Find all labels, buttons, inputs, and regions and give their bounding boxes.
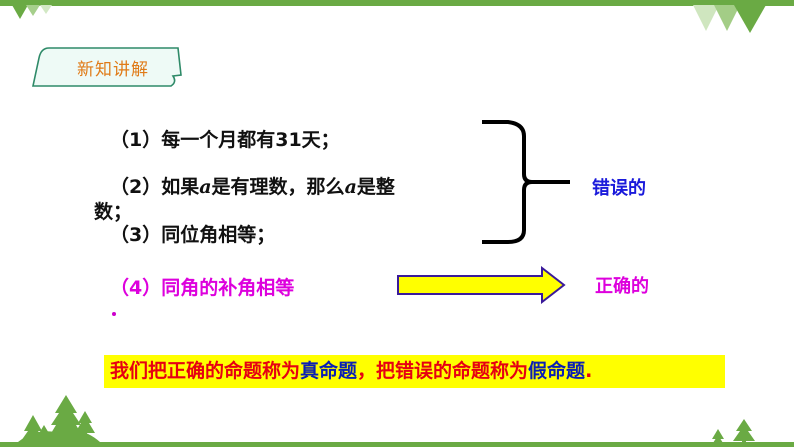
summary-end: . (585, 360, 593, 382)
result-correct: 正确的 (595, 276, 649, 297)
statement-1: （1）每一个月都有31天； (110, 129, 340, 151)
trees-decor-icon (18, 395, 755, 443)
term-false-proposition: 假命题 (528, 360, 586, 382)
term-true-proposition: 真命题 (300, 360, 358, 382)
statement-3: （3）同位角相等； (110, 224, 276, 246)
triangle-decor-icon (40, 5, 52, 14)
statement-2-continuation: 数； (94, 201, 133, 223)
summary-part1: 我们把正确的命题称为 (110, 360, 301, 382)
section-label-text: 新知讲解 (77, 60, 149, 80)
section-label: 新知讲解 (31, 46, 182, 88)
top-decor-bar (0, 0, 794, 6)
curly-brace-icon (482, 120, 570, 244)
statement-2-middle: 是有理数，那么 (211, 176, 345, 198)
variable-a: a (344, 176, 357, 198)
statement-2-prefix: （2）如果 (110, 176, 200, 198)
statement-2: （2）如果a是有理数，那么a是整 (110, 172, 395, 199)
scroll-banner-icon (32, 47, 182, 87)
summary-part2: ，把错误的命题称为 (357, 360, 529, 382)
variable-a: a (199, 176, 212, 198)
triangle-decor-icon (734, 5, 766, 33)
statement-4: （4）同角的补角相等 (110, 277, 295, 299)
statement-2-suffix: 是整 (356, 176, 395, 198)
triangle-decor-icon (12, 5, 28, 19)
triangle-decor-icon (26, 5, 40, 16)
trailing-dot (112, 312, 116, 316)
result-wrong: 错误的 (592, 178, 646, 199)
arrow-right-icon (397, 266, 566, 304)
bottom-decor-bar (0, 442, 794, 447)
summary-highlight: 我们把正确的命题称为真命题，把错误的命题称为假命题. (104, 355, 725, 388)
